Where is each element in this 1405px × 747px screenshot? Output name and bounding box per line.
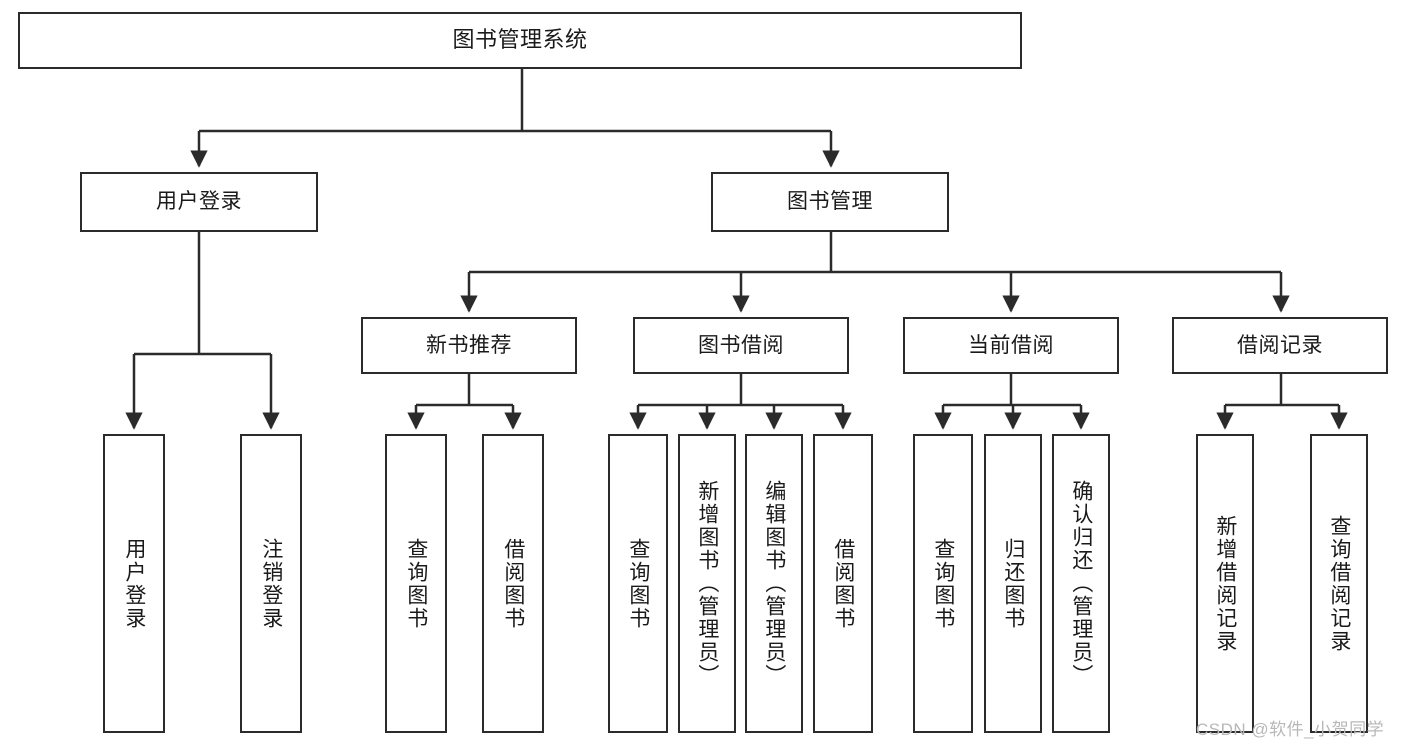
node-leaf-edit-book-admin[interactable]: 编辑图书（管理员）: [745, 434, 803, 733]
node-label: 查询图书: [931, 537, 955, 630]
node-leaf-logout[interactable]: 注销登录: [240, 434, 302, 733]
node-leaf-add-book-admin[interactable]: 新增图书（管理员）: [678, 434, 736, 733]
node-leaf-borrow-book[interactable]: 借阅图书: [813, 434, 873, 733]
node-book-borrow[interactable]: 图书借阅: [633, 317, 849, 374]
node-label: 图书管理: [787, 190, 873, 214]
node-label: 查询图书: [626, 537, 650, 630]
node-label: 新书推荐: [426, 333, 512, 357]
node-leaf-query-book-current[interactable]: 查询图书: [913, 434, 973, 733]
node-leaf-borrow-book-new[interactable]: 借阅图书: [482, 434, 544, 733]
node-label: 查询借阅记录: [1327, 514, 1351, 653]
node-label: 用户登录: [122, 537, 146, 630]
node-label: 借阅记录: [1237, 333, 1323, 357]
node-label: 归还图书: [1001, 537, 1025, 630]
node-label: 编辑图书（管理员）: [762, 480, 786, 687]
node-label: 新增图书（管理员）: [695, 480, 719, 687]
node-label: 图书借阅: [698, 333, 784, 357]
node-new-book-recommend[interactable]: 新书推荐: [361, 317, 577, 374]
node-current-borrow[interactable]: 当前借阅: [903, 317, 1119, 374]
node-label: 新增借阅记录: [1213, 514, 1237, 653]
node-leaf-query-book-new[interactable]: 查询图书: [385, 434, 447, 733]
node-label: 确认归还（管理员）: [1069, 480, 1093, 687]
node-label: 借阅图书: [831, 537, 855, 630]
node-user-login[interactable]: 用户登录: [80, 172, 318, 232]
node-leaf-user-login[interactable]: 用户登录: [103, 434, 165, 733]
node-root-system[interactable]: 图书管理系统: [18, 12, 1022, 69]
node-label: 图书管理系统: [452, 27, 588, 53]
node-label: 用户登录: [156, 190, 242, 214]
node-label: 借阅图书: [501, 537, 525, 630]
node-leaf-add-borrow-record[interactable]: 新增借阅记录: [1196, 434, 1254, 733]
node-borrow-records[interactable]: 借阅记录: [1172, 317, 1388, 374]
node-leaf-query-borrow-record[interactable]: 查询借阅记录: [1310, 434, 1368, 733]
node-label: 当前借阅: [968, 333, 1054, 357]
node-leaf-confirm-return-admin[interactable]: 确认归还（管理员）: [1052, 434, 1110, 733]
node-label: 注销登录: [259, 537, 283, 630]
node-leaf-query-book-borrow[interactable]: 查询图书: [608, 434, 668, 733]
node-label: 查询图书: [404, 537, 428, 630]
node-leaf-return-book[interactable]: 归还图书: [984, 434, 1042, 733]
node-book-management[interactable]: 图书管理: [711, 172, 949, 232]
